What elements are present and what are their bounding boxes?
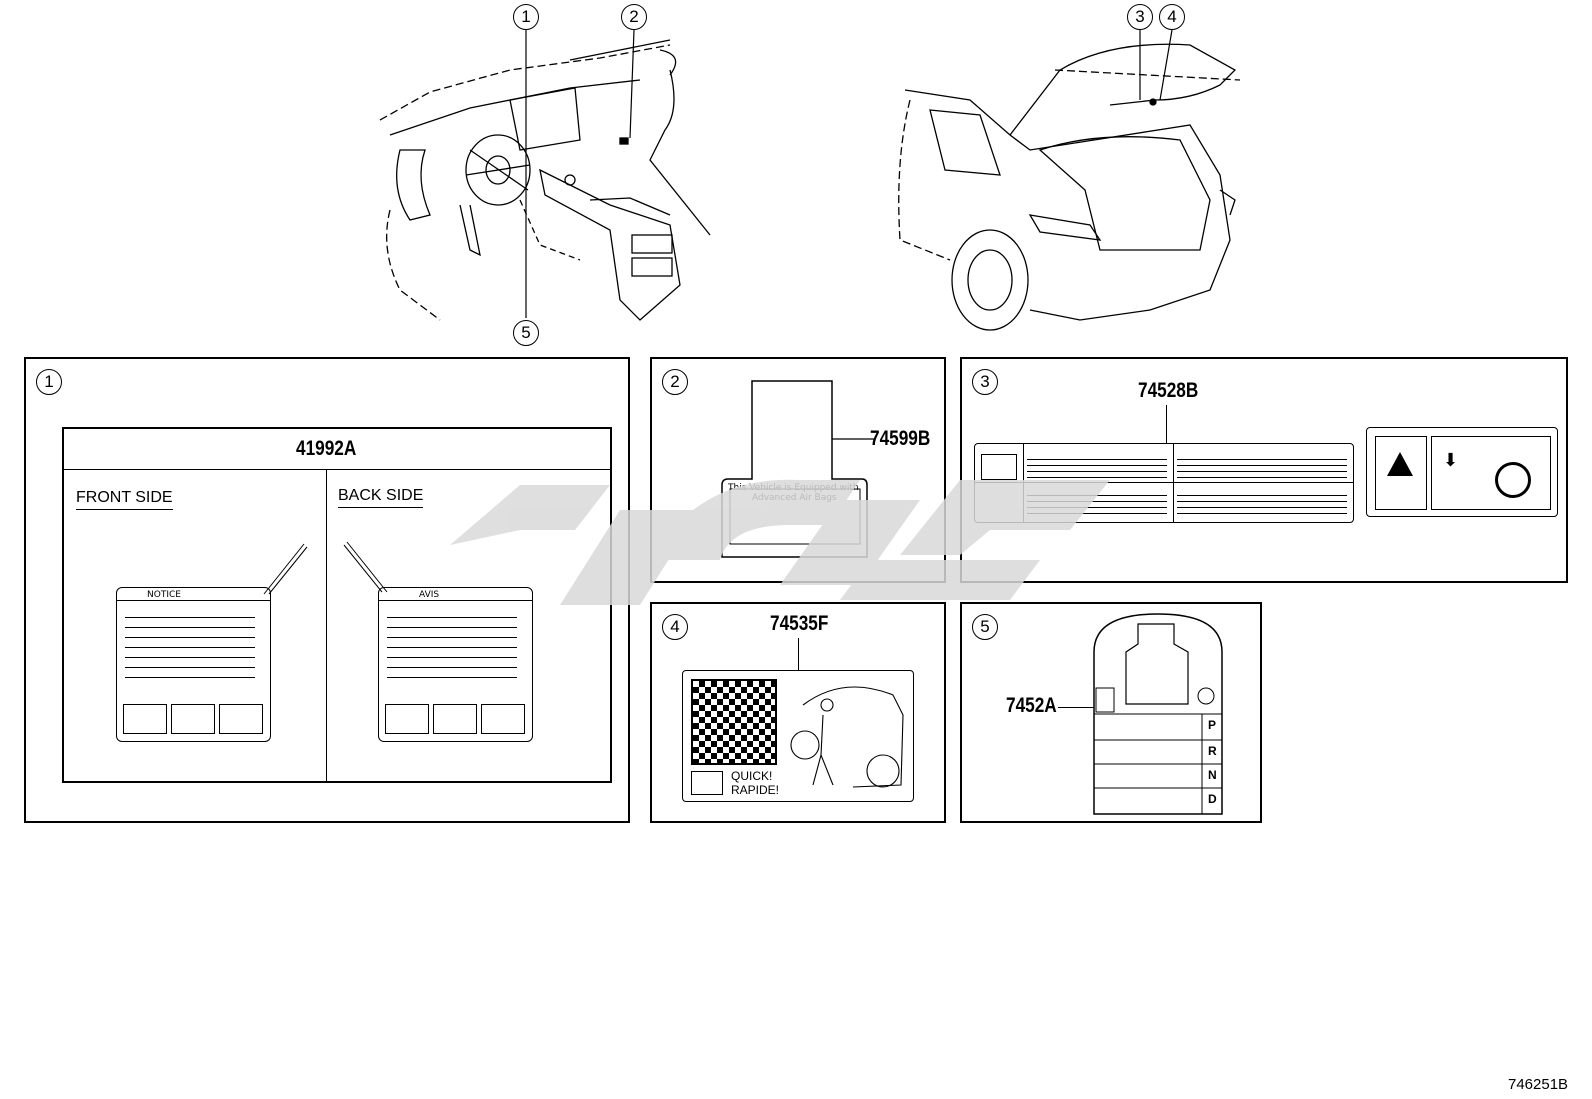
part-number-74535f: 74535F bbox=[770, 612, 829, 635]
callout-leaders bbox=[525, 29, 1173, 318]
warning-triangle-icon bbox=[1387, 452, 1413, 476]
gear-letter-r: R bbox=[1208, 744, 1217, 758]
panel-4: 4 74535F QUICK! RAPIDE! bbox=[650, 602, 946, 823]
part-number-74528b: 74528B bbox=[1138, 379, 1199, 402]
back-tag: AVIS bbox=[378, 587, 533, 742]
front-tag: NOTICE bbox=[116, 587, 271, 742]
part-number-41992a: 41992A bbox=[296, 437, 357, 460]
manual-book-icon bbox=[691, 771, 723, 795]
back-tag-string bbox=[343, 541, 388, 593]
front-tag-string bbox=[263, 543, 308, 595]
part-number-7452a: 7452A bbox=[1006, 694, 1057, 717]
airbag-label-line1: This Vehicle is Equipped with bbox=[728, 483, 859, 493]
callout-4: 4 bbox=[1159, 4, 1185, 30]
callout-2: 2 bbox=[621, 4, 647, 30]
airbag-label-shape bbox=[721, 380, 874, 558]
shift-label-shape bbox=[1093, 613, 1223, 815]
gear-letter-d: D bbox=[1208, 792, 1217, 806]
gear-letter-n: N bbox=[1208, 768, 1217, 782]
no-hand-icon bbox=[1495, 462, 1531, 498]
panel-1-number: 1 bbox=[36, 369, 62, 395]
rapide-text: RAPIDE! bbox=[731, 783, 780, 797]
gear-letter-p: P bbox=[1208, 718, 1217, 732]
qr-code-icon bbox=[691, 679, 777, 765]
quick-text: QUICK! bbox=[731, 769, 773, 783]
panel-2: 2 74599B This Vehicle is Equipped with A… bbox=[650, 357, 946, 583]
part-41992a-box: 41992A FRONT SIDE BACK SIDE NOTICE AVIS bbox=[62, 427, 612, 783]
part-number-74599b: 74599B bbox=[870, 427, 931, 450]
hatch-illustration bbox=[790, 686, 904, 788]
panel-3: 3 74528B ⬇ bbox=[960, 357, 1568, 583]
warning-label-main bbox=[974, 443, 1354, 523]
panel-3-number: 3 bbox=[972, 369, 998, 395]
figure-code: 746251B bbox=[1508, 1076, 1569, 1093]
vehicle-rear-illustration bbox=[898, 43, 1241, 331]
panel-5-number: 5 bbox=[972, 614, 998, 640]
back-tag-title: AVIS bbox=[419, 590, 440, 600]
callout-5: 5 bbox=[513, 320, 539, 346]
callout-3: 3 bbox=[1127, 4, 1153, 30]
down-arrow-icon: ⬇ bbox=[1443, 450, 1459, 470]
vehicle-interior-illustration bbox=[379, 39, 711, 321]
panel-1: 1 41992A FRONT SIDE BACK SIDE NOTICE AVI… bbox=[24, 357, 630, 823]
quick-release-label: QUICK! RAPIDE! bbox=[682, 670, 914, 802]
panel-2-number: 2 bbox=[662, 369, 688, 395]
front-side-label: FRONT SIDE bbox=[76, 489, 173, 510]
back-side-label: BACK SIDE bbox=[338, 487, 424, 508]
panel-5: 5 7452A P R N D bbox=[960, 602, 1262, 823]
callout-1: 1 bbox=[513, 4, 539, 30]
front-tag-title: NOTICE bbox=[147, 590, 181, 600]
warning-label-pinch: ⬇ bbox=[1366, 427, 1558, 517]
panel-4-number: 4 bbox=[662, 614, 688, 640]
airbag-label-line2: Advanced Air Bags bbox=[752, 493, 837, 503]
